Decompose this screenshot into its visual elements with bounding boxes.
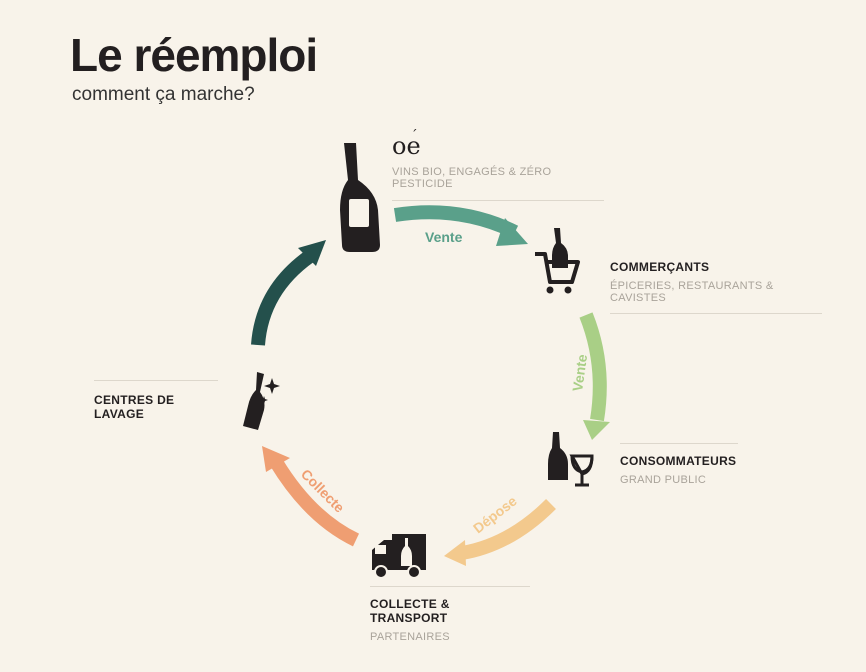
arrow-vente-top-label: Vente	[425, 229, 463, 245]
arrow-depose: Dépose	[444, 492, 556, 566]
commercants-desc: ÉPICERIES, RESTAURANTS & CAVISTES	[610, 280, 774, 304]
node-collecte-transport: COLLECTE & TRANSPORT PARTENAIRES	[370, 586, 530, 643]
arrow-livraison: Livraison	[251, 240, 326, 346]
collecte-desc: PARTENAIRES	[370, 631, 450, 643]
bottle-glass-icon	[548, 432, 594, 487]
arrow-collecte-head	[262, 446, 290, 472]
arrow-vente-top: Vente	[393, 205, 528, 246]
arrow-collecte-shaft	[270, 458, 360, 547]
lavage-name: CENTRES DE LAVAGE	[94, 393, 175, 421]
arrow-vente-right-label: Vente	[569, 353, 590, 392]
arrow-depose-head	[444, 540, 466, 566]
collecte-name: COLLECTE & TRANSPORT	[370, 597, 450, 625]
shopping-cart-bottle-icon	[535, 228, 580, 294]
node-commercants: COMMERÇANTS ÉPICERIES, RESTAURANTS & CAV…	[610, 260, 822, 314]
lavage-divider	[94, 380, 218, 381]
node-consommateurs: CONSOMMATEURS GRAND PUBLIC	[620, 443, 738, 486]
arrow-depose-shaft	[460, 499, 556, 560]
producer-divider	[392, 200, 604, 201]
consommateurs-name: CONSOMMATEURS	[620, 454, 737, 468]
arrow-livraison-shaft	[251, 250, 315, 346]
wine-bottle-icon	[340, 143, 380, 252]
arrow-vente-right: Vente	[569, 312, 610, 440]
truck-icon	[372, 534, 426, 579]
commercants-name: COMMERÇANTS	[610, 260, 710, 274]
arrow-vente-right-head	[583, 420, 610, 440]
arrow-collecte: Collecte	[262, 446, 360, 547]
consommateurs-divider	[620, 443, 738, 444]
node-centres-lavage: CENTRES DE LAVAGE	[94, 380, 218, 421]
brand-logo-text: oe	[392, 132, 421, 160]
arrow-vente-right-shaft	[579, 312, 607, 422]
sparkling-bottle-icon	[243, 372, 280, 430]
arrow-livraison-head	[298, 240, 326, 266]
producer-tagline: VINS BIO, ENGAGÉS & ZÉRO PESTICIDE	[392, 166, 552, 190]
page-subtitle: comment ça marche?	[72, 84, 255, 105]
brand-logo: oe´	[392, 128, 428, 160]
collecte-divider	[370, 586, 530, 587]
arrow-vente-top-head	[496, 218, 528, 246]
brand-logo-accent: ´	[410, 128, 418, 144]
commercants-divider	[610, 313, 822, 314]
consommateurs-desc: GRAND PUBLIC	[620, 474, 707, 486]
node-producer: VINS BIO, ENGAGÉS & ZÉRO PESTICIDE	[392, 166, 604, 201]
page-title: Le réemploi	[70, 29, 318, 81]
